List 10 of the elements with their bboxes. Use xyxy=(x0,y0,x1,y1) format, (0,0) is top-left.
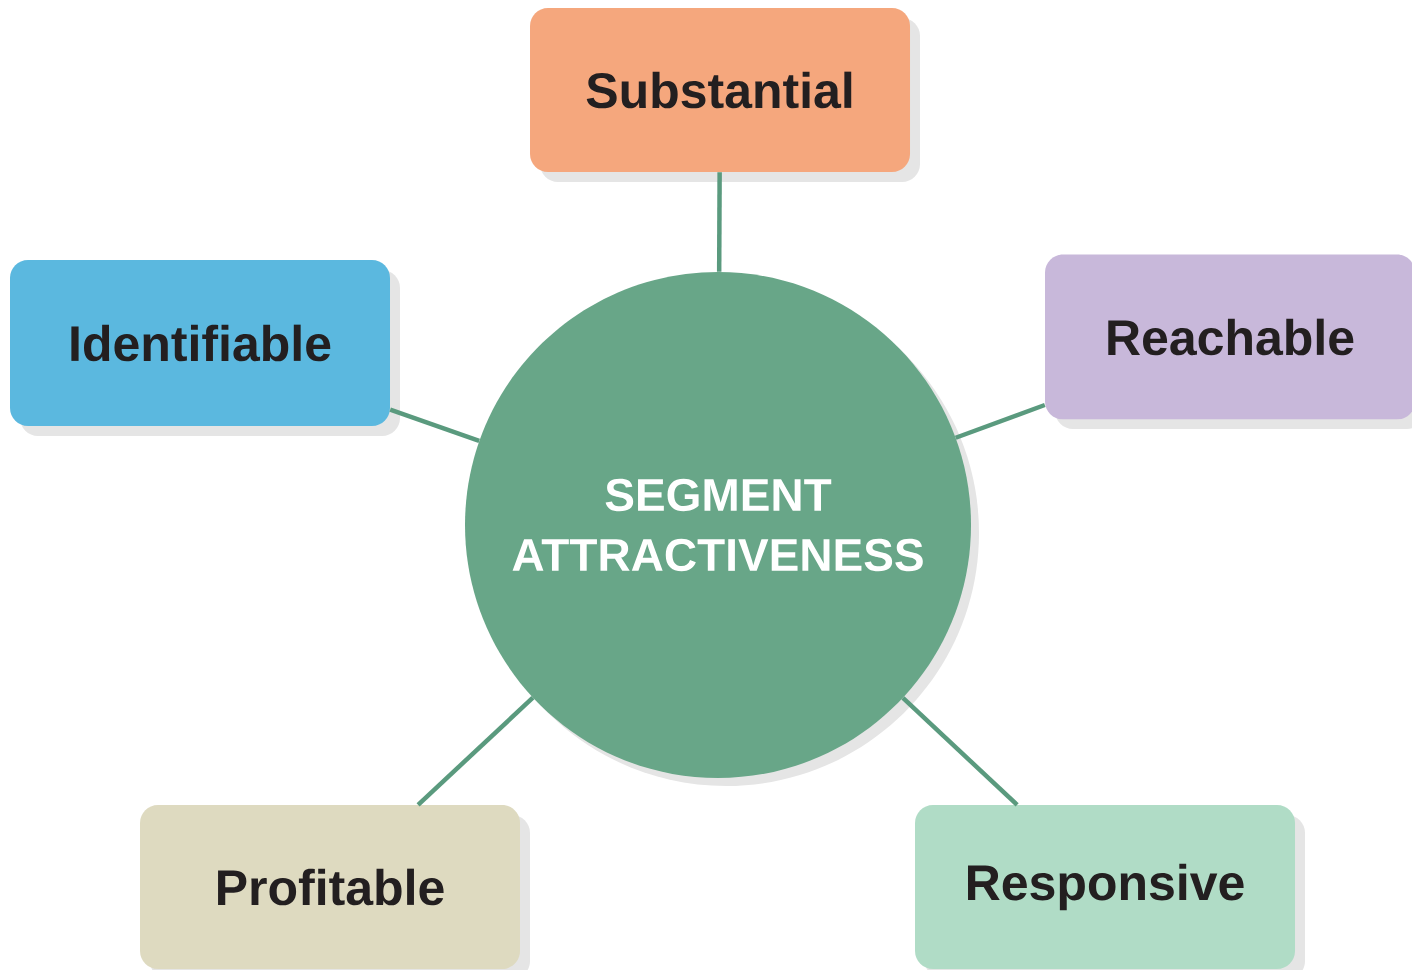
category-box: Substantial xyxy=(530,8,920,182)
category-box: Profitable xyxy=(140,805,530,970)
connector-line xyxy=(901,696,1019,807)
connector-line xyxy=(954,402,1046,440)
category-box: Identifiable xyxy=(10,260,400,436)
category-box: Responsive xyxy=(915,805,1305,970)
connector-line xyxy=(389,407,480,444)
category-box: Reachable xyxy=(1045,254,1412,429)
connector-line xyxy=(416,696,535,807)
connector-line xyxy=(716,172,722,272)
